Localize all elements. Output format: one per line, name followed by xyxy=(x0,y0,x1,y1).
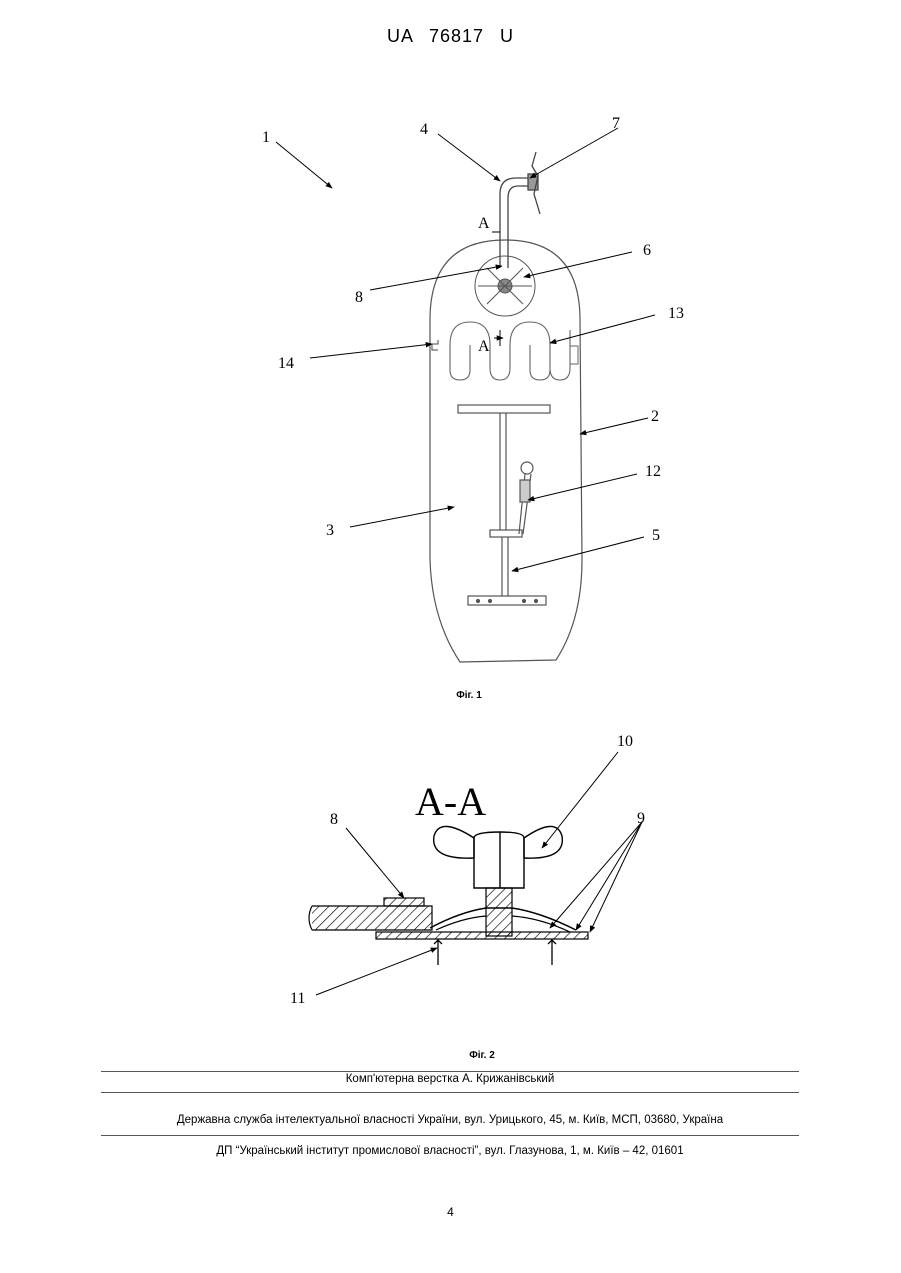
label-1: 1 xyxy=(262,129,270,146)
label-section-a-bottom: A xyxy=(478,338,490,355)
bottom-strip xyxy=(376,932,588,939)
label-5: 5 xyxy=(652,527,660,544)
label-4: 4 xyxy=(420,121,428,138)
label-fig2-11: 11 xyxy=(290,990,305,1007)
footer-rule-2 xyxy=(101,1092,799,1093)
section-title-a-a: A-A xyxy=(415,779,486,824)
layout-credit: Комп'ютерна верстка А. Крижанівський xyxy=(101,1073,799,1085)
support-frame xyxy=(458,405,550,605)
figure-2-drawing: A-A 10 8 9 11 xyxy=(0,720,901,1020)
wavy-slots xyxy=(450,322,570,380)
label-7: 7 xyxy=(612,115,620,132)
agency-address: Державна служба інтелектуальної власност… xyxy=(101,1114,799,1126)
arm-section xyxy=(309,898,432,930)
label-12: 12 xyxy=(645,463,661,480)
label-section-a-top: A xyxy=(478,215,490,232)
pipe-bracket xyxy=(500,152,540,268)
label-6: 6 xyxy=(643,242,651,259)
figure-2-caption: Фіг. 2 xyxy=(432,1050,532,1061)
institute-address: ДП “Український інститут промислової вла… xyxy=(101,1145,799,1157)
wing-nut xyxy=(434,826,563,888)
figure-1-drawing: 1 4 7 A 6 8 13 A 14 2 12 3 5 xyxy=(0,0,901,700)
label-8: 8 xyxy=(355,289,363,306)
label-14: 14 xyxy=(278,355,294,372)
figure-1-caption: Фіг. 1 xyxy=(419,690,519,701)
label-2: 2 xyxy=(651,408,659,425)
label-fig2-9: 9 xyxy=(637,810,645,827)
label-fig2-8: 8 xyxy=(330,811,338,828)
spikes xyxy=(434,939,556,965)
label-3: 3 xyxy=(326,522,334,539)
bolt xyxy=(486,888,512,936)
leader-lines xyxy=(276,128,655,571)
page-number: 4 xyxy=(0,1205,901,1219)
footer-rule-3 xyxy=(101,1135,799,1136)
rotary-disc xyxy=(475,256,535,316)
label-13: 13 xyxy=(668,305,684,322)
telescopic-strut xyxy=(519,462,533,534)
footer-rule-1 xyxy=(101,1071,799,1072)
label-fig2-10: 10 xyxy=(617,733,633,750)
